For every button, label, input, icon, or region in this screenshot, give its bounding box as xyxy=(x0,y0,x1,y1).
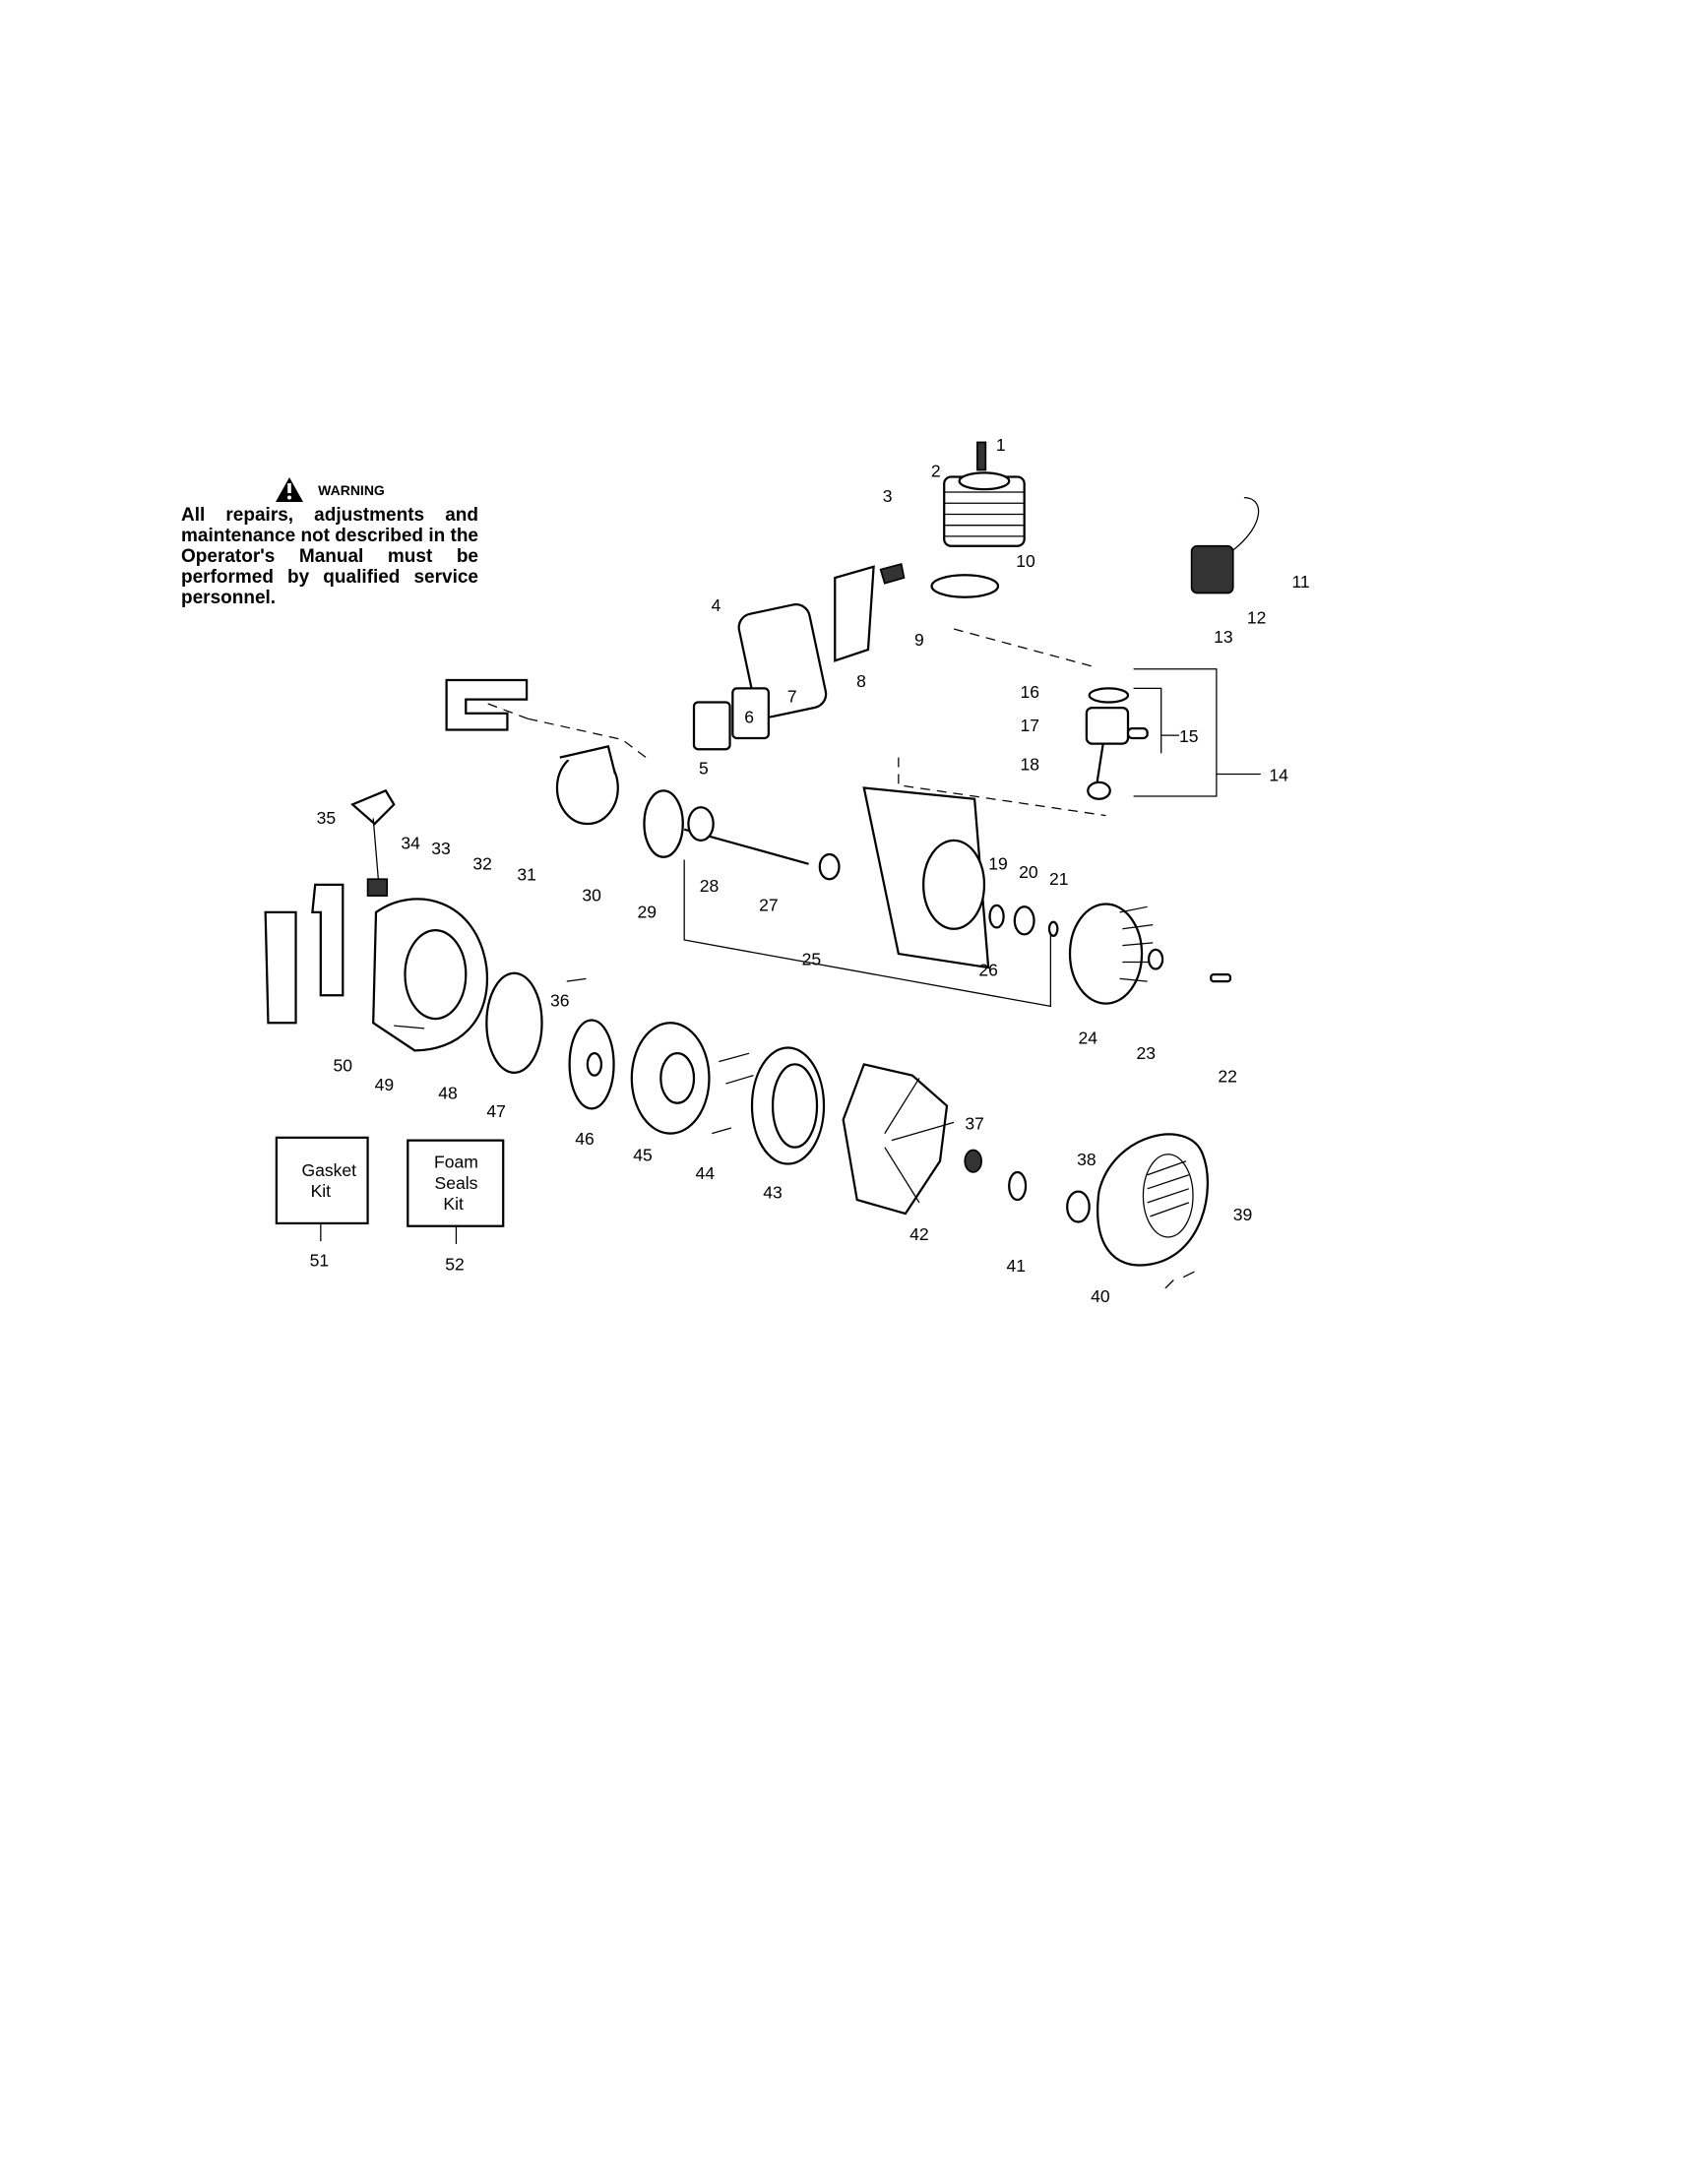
callout-34: 34 xyxy=(401,833,420,852)
callout-17: 17 xyxy=(1021,716,1040,735)
callout-46: 46 xyxy=(575,1129,595,1149)
callout-33: 33 xyxy=(431,839,451,858)
warning-text: All repairs, adjustments and maintenance… xyxy=(181,505,478,608)
o-ring xyxy=(643,789,684,858)
callout-9: 9 xyxy=(914,630,924,650)
callout-22: 22 xyxy=(1218,1067,1237,1087)
warning-notice: WARNING All repairs, adjustments and mai… xyxy=(181,476,478,608)
key xyxy=(1210,973,1232,983)
callout-48: 48 xyxy=(438,1084,458,1103)
crankcase xyxy=(862,786,990,969)
callout-13: 13 xyxy=(1214,627,1233,647)
fan-plate xyxy=(485,971,543,1074)
callout-15: 15 xyxy=(1179,726,1199,746)
cylinder xyxy=(943,471,1026,547)
cover-screws xyxy=(1164,1271,1195,1289)
callout-10: 10 xyxy=(1016,551,1035,571)
callout-12: 12 xyxy=(1247,607,1267,627)
callout-4: 4 xyxy=(712,595,721,615)
flywheel xyxy=(1068,903,1164,1005)
callout-35: 35 xyxy=(317,808,337,828)
callout-18: 18 xyxy=(1021,754,1040,774)
fan-housing xyxy=(372,898,489,1052)
housing-ring xyxy=(750,1046,826,1165)
washer-plate xyxy=(568,1019,615,1110)
callout-23: 23 xyxy=(1136,1043,1156,1063)
callout-45: 45 xyxy=(633,1146,653,1165)
foam-seals-kit-box xyxy=(407,1139,505,1227)
callout-38: 38 xyxy=(1077,1150,1097,1169)
spark-plug xyxy=(976,441,987,471)
carburetor-adapter xyxy=(555,745,619,826)
callout-19: 19 xyxy=(988,853,1008,873)
cylinder-gasket xyxy=(930,574,1000,598)
callout-26: 26 xyxy=(978,961,998,980)
callout-49: 49 xyxy=(375,1075,395,1094)
callout-36: 36 xyxy=(550,990,570,1010)
warning-title: WARNING xyxy=(318,481,385,498)
callout-6: 6 xyxy=(744,708,754,727)
callout-47: 47 xyxy=(486,1101,506,1121)
callout-43: 43 xyxy=(763,1183,783,1203)
starter-pulley xyxy=(630,1022,711,1135)
callout-21: 21 xyxy=(1049,869,1069,889)
blower-cover xyxy=(1097,1133,1210,1267)
callout-37: 37 xyxy=(965,1113,984,1133)
foam-seals-kit-label-2: Seals xyxy=(435,1173,478,1193)
callout-8: 8 xyxy=(856,671,866,691)
callout-5: 5 xyxy=(699,758,709,778)
callout-40: 40 xyxy=(1091,1286,1110,1306)
spacer xyxy=(1066,1190,1091,1223)
foam-seals-kit-label-1: Foam xyxy=(434,1153,478,1172)
callout-2: 2 xyxy=(931,462,941,481)
callout-27: 27 xyxy=(759,896,779,915)
callout-29: 29 xyxy=(637,903,657,922)
callout-24: 24 xyxy=(1079,1028,1098,1047)
callout-25: 25 xyxy=(802,949,822,968)
callout-51: 51 xyxy=(310,1250,330,1270)
foam-seals xyxy=(264,883,345,1025)
callout-11: 11 xyxy=(1291,572,1309,592)
intake-gasket xyxy=(445,678,529,731)
gasket-kit-box xyxy=(275,1136,369,1225)
nut-and-washer xyxy=(964,1149,1028,1202)
warning-triangle-icon xyxy=(276,477,304,502)
callout-14: 14 xyxy=(1269,766,1288,785)
callout-28: 28 xyxy=(700,876,720,896)
choke-knob xyxy=(350,788,396,897)
crankshaft xyxy=(683,806,841,881)
callout-3: 3 xyxy=(883,486,893,506)
bearings-and-seals xyxy=(988,904,1059,937)
callout-30: 30 xyxy=(582,886,601,905)
screws xyxy=(394,977,754,1135)
piston-assembly xyxy=(1085,687,1149,800)
callout-16: 16 xyxy=(1021,682,1040,702)
callout-42: 42 xyxy=(909,1224,929,1244)
ignition-module xyxy=(1190,496,1260,594)
callout-32: 32 xyxy=(472,853,492,873)
callout-39: 39 xyxy=(1233,1205,1253,1224)
muffler xyxy=(737,562,906,718)
callout-7: 7 xyxy=(787,686,797,706)
foam-seals-kit-label-3: Kit xyxy=(443,1194,464,1214)
callout-50: 50 xyxy=(334,1055,353,1075)
impeller xyxy=(842,1063,955,1216)
callout-44: 44 xyxy=(695,1163,715,1183)
exhaust-gaskets xyxy=(692,687,770,751)
callout-20: 20 xyxy=(1019,862,1038,882)
callout-31: 31 xyxy=(517,865,536,885)
gasket-kit-label-2: Kit xyxy=(311,1181,332,1201)
gasket-kit-label-1: Gasket xyxy=(301,1160,356,1180)
callout-41: 41 xyxy=(1006,1256,1026,1276)
callout-1: 1 xyxy=(996,435,1006,455)
callout-52: 52 xyxy=(445,1255,465,1275)
